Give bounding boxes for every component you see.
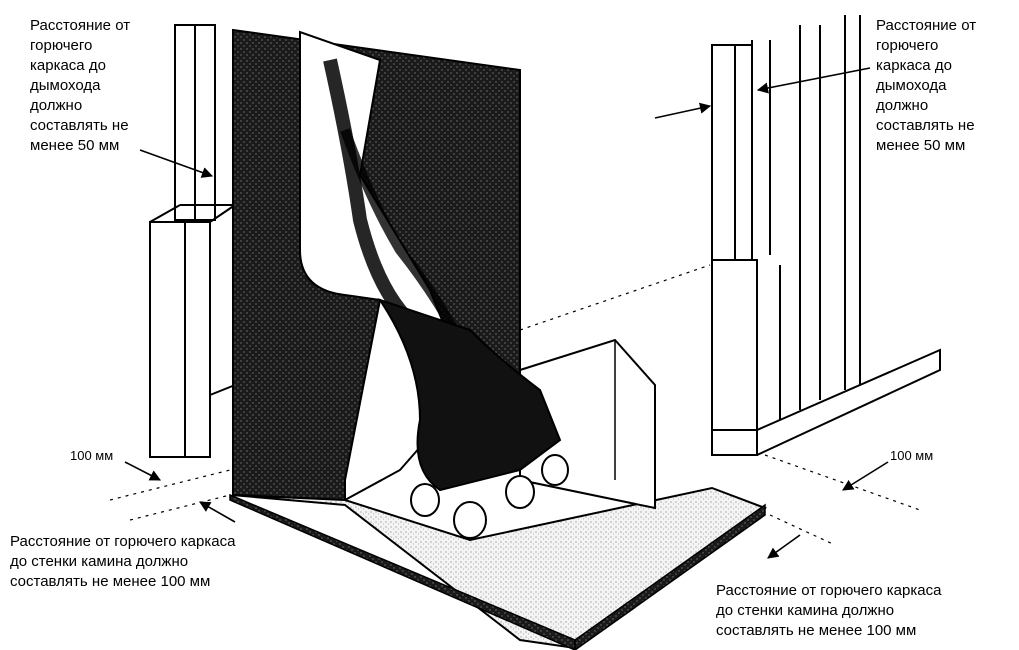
leader-arrows [124,67,889,559]
logs-and-fire [377,298,569,539]
left-wood-frame [149,24,236,458]
right-wood-frame [711,15,941,456]
label-top-right: Расстояние от горючего каркаса до дымохо… [876,17,977,154]
label-top-left: Расстояние от горючего каркаса до дымохо… [30,17,131,154]
label-bottom-left: Расстояние от горючего каркаса до стенки… [10,533,236,590]
dimension-left: 100 мм [70,448,114,463]
dimension-right: 100 мм [890,448,934,463]
label-bottom-right: Расстояние от горючего каркаса до стенки… [716,582,942,639]
